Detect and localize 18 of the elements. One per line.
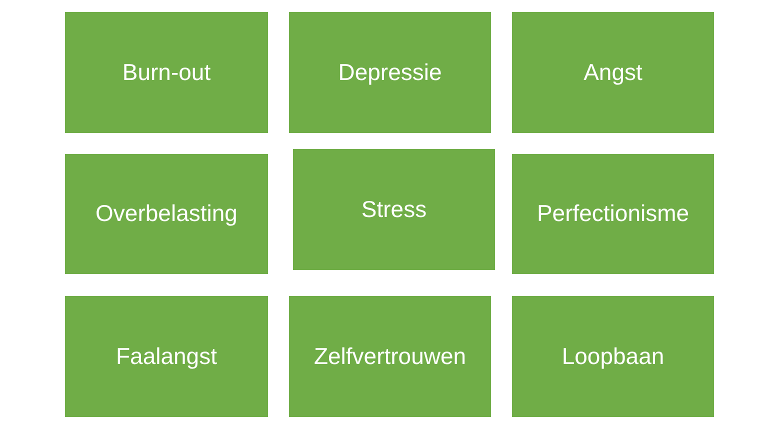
topic-label: Burn-out <box>122 58 211 86</box>
topic-box <box>293 149 495 270</box>
topic-label: Depressie <box>338 58 442 86</box>
topic-label: Faalangst <box>116 342 217 370</box>
topic-box <box>65 12 268 133</box>
topic-label: Perfectionisme <box>536 200 690 228</box>
topic-box <box>289 296 491 417</box>
topic-box <box>65 296 268 417</box>
topic-box <box>65 154 268 274</box>
topic-box <box>512 12 714 133</box>
topic-box <box>512 296 714 417</box>
topic-label: Zelfvertrouwen <box>314 342 466 370</box>
topic-label: Angst <box>584 58 642 86</box>
topic-label: Overbelasting <box>96 200 238 228</box>
topic-box <box>512 154 714 274</box>
topic-label: Loopbaan <box>562 342 664 370</box>
topic-box <box>289 12 491 133</box>
topic-label: Stress <box>361 196 427 224</box>
